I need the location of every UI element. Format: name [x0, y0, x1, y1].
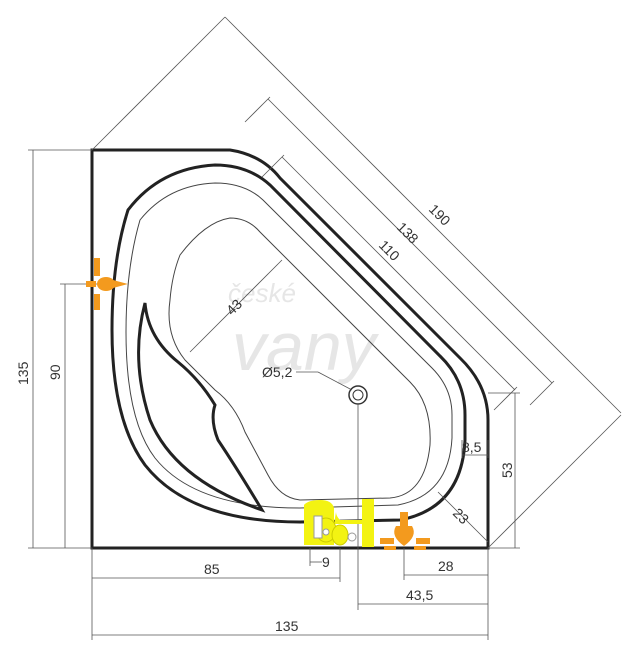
seat-armrest [137, 302, 266, 513]
dim-bottom-135-label: 135 [275, 618, 299, 634]
left-dim-135: 135 [15, 149, 92, 549]
dim-28-label: 28 [438, 558, 454, 574]
left-tap-icon [86, 258, 128, 310]
tub-outer-outline [90, 148, 490, 550]
dim-23-label: 23 [450, 505, 472, 527]
dim-190-label: 190 [426, 201, 454, 229]
bottom-dim-43-5: 43,5 [357, 404, 488, 610]
corner-dim-23: 23 [437, 491, 489, 543]
dim-138-label: 138 [394, 219, 422, 247]
bottom-dim-28: 28 [403, 548, 489, 640]
bottom-dim-85: 85 [91, 548, 341, 640]
dim-85-label: 85 [204, 561, 220, 577]
dim-110-label: 110 [376, 237, 403, 264]
diagonal-dim-190: 190 [91, 16, 622, 549]
side-dim-8-5: 8,5 [461, 439, 489, 458]
drain-diameter-label: Ø5,2 [262, 364, 293, 380]
bottom-dim-9: 9 [309, 548, 330, 570]
right-dim-53: 53 [488, 392, 520, 549]
watermark-line2: vany [232, 309, 380, 385]
tub-rim-contour [125, 182, 453, 509]
tub-inner-rim [110, 163, 467, 524]
mixer-tap-icon [380, 512, 430, 550]
dim-right-53-label: 53 [499, 462, 515, 478]
dim-43-5-label: 43,5 [406, 587, 433, 603]
dim-8-5-label: 8,5 [462, 439, 482, 455]
dim-left-135-label: 135 [15, 361, 31, 385]
basin-contour [168, 217, 431, 501]
bottom-dim-135: 135 [92, 618, 488, 636]
dim-9-label: 9 [322, 554, 330, 570]
drain: Ø5,2 [262, 364, 368, 405]
overflow-drain-icon [304, 499, 374, 547]
dim-left-90-label: 90 [47, 364, 63, 380]
left-dim-90: 90 [47, 283, 100, 548]
watermark: české vany [228, 278, 380, 385]
